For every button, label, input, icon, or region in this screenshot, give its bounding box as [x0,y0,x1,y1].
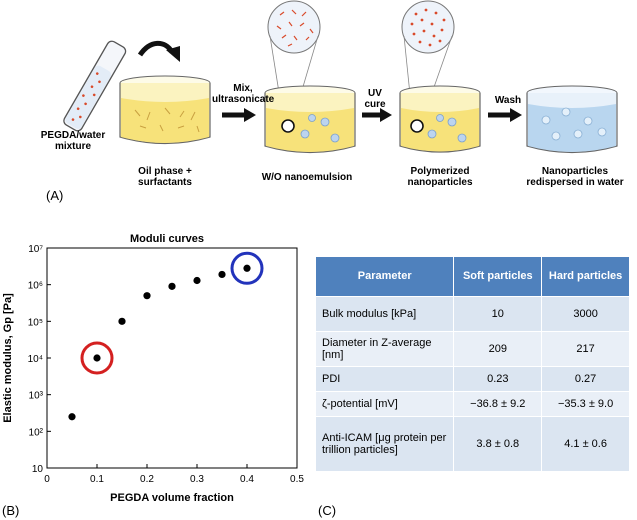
panel-c-tag: (C) [318,503,337,518]
panel-b-tag: (B) [2,503,20,518]
row-hard: 217 [541,331,630,367]
label-polymerized: Polymerized nanoparticles [407,166,473,188]
pegda-tube-icon [63,40,127,132]
synthesis-schematic [63,0,618,154]
step-arrowhead-uv [380,108,392,122]
data-points [68,264,251,421]
label-pegda-mixture: PEGDA/water mixture [40,130,106,152]
label-mix: Mix, ultrasonicate [212,83,275,105]
data-point [143,292,151,300]
water-beaker-icon [526,85,618,154]
y-tick-label: 10⁵ [28,317,43,328]
polymerized-beaker-icon [399,0,481,153]
pour-arrow-icon [137,40,175,57]
emulsion-beaker-icon [264,0,356,154]
header-parameter: Parameter [316,257,455,297]
y-tick-label: 10⁷ [28,244,43,255]
row-soft: −36.8 ± 9.2 [453,391,543,417]
row-soft: 209 [453,331,543,367]
x-axis-ticks: 0 0.1 0.2 0.3 0.4 0.5 [44,464,304,485]
x-tick-label: 0.1 [90,474,104,485]
panel-a-tag: (A) [46,188,64,203]
data-point [118,317,126,325]
row-soft: 0.23 [453,366,543,392]
header-soft: Soft particles [453,257,543,297]
data-point [93,354,101,362]
y-tick-label: 10² [29,427,44,438]
label-oil-phase: Oil phase + surfactants [138,166,192,188]
particle-properties-table: Parameter Soft particles Hard particles … [316,257,630,472]
label-wash: Wash [494,95,522,106]
label-redispersed: Nanoparticles redispersed in water [526,166,624,188]
data-point [193,276,201,285]
row-hard: 0.27 [541,366,630,392]
step-arrowhead-mix [244,108,256,122]
y-axis-ticks: 10 10² 10³ 10⁴ 10⁵ 10⁶ 10⁷ [28,244,51,475]
highlight-circle [230,251,264,285]
label-uv-cure: UV cure [364,88,386,110]
row-param: PDI [316,366,455,392]
y-tick-label: 10⁴ [28,354,43,365]
row-param: ζ-potential [mV] [316,391,455,417]
pour-arrowhead-icon [166,46,180,62]
data-point [243,264,251,272]
y-axis-label: Elastic modulus, Gp [Pa] [2,293,14,423]
y-tick-label: 10⁶ [28,281,43,292]
row-hard: 4.1 ± 0.6 [541,416,630,472]
chart-title: Moduli curves [130,233,204,245]
row-soft: 3.8 ± 0.8 [453,416,543,472]
row-hard: 3000 [541,296,630,332]
row-param: Anti-ICAM [μg protein per trillion parti… [316,416,455,472]
x-tick-label: 0.5 [290,474,304,485]
data-point [218,270,226,279]
highlight-circles [80,251,264,375]
row-hard: −35.3 ± 9.0 [541,391,630,417]
y-tick-label: 10³ [29,391,44,402]
table-header-row: Parameter Soft particles Hard particles [316,257,630,297]
highlight-circle [80,341,114,375]
x-tick-label: 0.4 [240,474,254,485]
y-tick-label: 10 [32,464,44,475]
step-arrowhead-wash [510,108,522,122]
x-tick-label: 0 [44,474,50,485]
header-hard: Hard particles [541,257,630,297]
table-row: Anti-ICAM [μg protein per trillion parti… [316,416,630,472]
table-row: ζ-potential [mV] −36.8 ± 9.2 −35.3 ± 9.0 [316,391,630,417]
table-row: Diameter in Z-average [nm] 209 217 [316,331,630,367]
label-wo-nanoemulsion: W/O nanoemulsion [261,172,353,183]
x-axis-label: PEGDA volume fraction [110,492,234,504]
data-point [68,413,76,421]
oil-beaker-icon [119,75,211,145]
row-param: Diameter in Z-average [nm] [316,331,455,367]
plot-frame [46,247,298,469]
data-point [168,282,176,290]
x-tick-label: 0.3 [190,474,204,485]
table-row: Bulk modulus [kPa] 10 3000 [316,296,630,332]
x-tick-label: 0.2 [140,474,154,485]
table-row: PDI 0.23 0.27 [316,366,630,392]
row-soft: 10 [453,296,543,332]
row-param: Bulk modulus [kPa] [316,296,455,332]
